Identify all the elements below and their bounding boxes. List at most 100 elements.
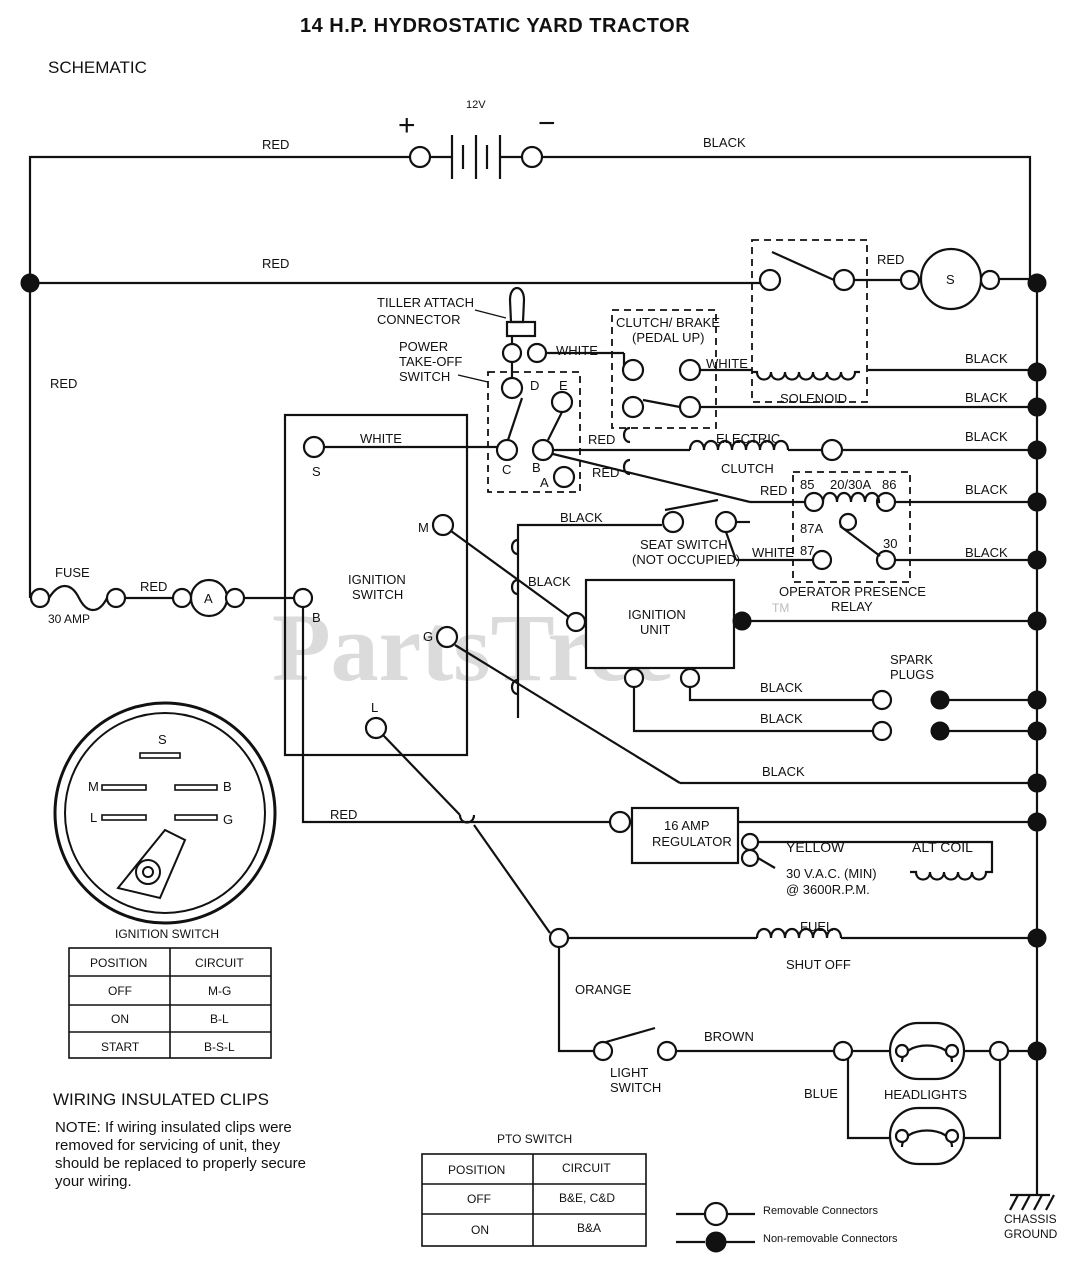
operator-presence-relay: 85 20/30A 86 87A 87 30 BLACK BLACK OPERA…	[779, 471, 1047, 614]
pto-term-b: B	[532, 460, 541, 475]
fuse-rating: 30 AMP	[48, 612, 90, 626]
note-line: should be replaced to properly secure	[55, 1155, 306, 1172]
legend-removable: Removable Connectors	[763, 1205, 878, 1217]
ground-kill-wire: BLACK	[454, 644, 1047, 793]
connector-legend: Removable Connectors Non-removable Conne…	[676, 1201, 898, 1253]
clutch-brake-switch: CLUTCH/ BRAKE (PEDAL UP) WHITE BLACK BLA…	[611, 309, 1047, 429]
light-switch-label-2: SWITCH	[610, 1080, 661, 1095]
wire-label-red-solenoid: RED	[877, 252, 904, 267]
pto-term-c: C	[502, 462, 511, 477]
face-term-g: G	[223, 812, 233, 827]
chassis-ground-label-1: CHASSIS	[1004, 1212, 1057, 1226]
clutch-brake-label-1: CLUTCH/ BRAKE	[616, 315, 720, 330]
pto-label-1: POWER	[399, 339, 448, 354]
alt-coil-label: ALT COIL	[912, 839, 973, 855]
battery-negative-connector	[520, 145, 544, 169]
pto-switch: D E C B A POWER TAKE-OFF SWITCH	[399, 339, 581, 493]
ignition-unit-label-1: IGNITION	[628, 607, 686, 622]
fuel-shutoff-label-2: SHUT OFF	[786, 957, 851, 972]
electric-clutch-label-2: CLUTCH	[721, 461, 774, 476]
wire-label-yellow: YELLOW	[786, 839, 845, 855]
pto-term-d: D	[530, 378, 539, 393]
pto-table-cell: B&E, C&D	[559, 1191, 615, 1205]
seat-switch-label-2: (NOT OCCUPIED)	[632, 552, 740, 567]
wire-label-red-left: RED	[50, 376, 77, 391]
wire-label-brown: BROWN	[704, 1029, 754, 1044]
pto-table-title: PTO SWITCH	[497, 1132, 572, 1146]
removable-connector-symbol	[703, 1201, 729, 1227]
wire-label-black-clutch: BLACK	[965, 390, 1008, 405]
electric-clutch-label-1: ELECTRIC	[716, 431, 780, 446]
seat-switch-label-1: SEAT SWITCH	[640, 537, 728, 552]
legend-non-removable: Non-removable Connectors	[763, 1233, 898, 1245]
pto-table-cell: B&A	[577, 1221, 601, 1235]
watermark-trademark: TM	[772, 601, 789, 615]
ground-bus: CHASSIS GROUND	[1004, 283, 1058, 1241]
ignition-switch: IGNITION SWITCH S M B G L	[283, 413, 469, 757]
ignition-table-title: IGNITION SWITCH	[115, 927, 219, 941]
solenoid-outline	[751, 239, 868, 403]
relay-term-30: 30	[883, 536, 897, 551]
wire-label-black-plug1: BLACK	[760, 680, 803, 695]
ignition-term-g: G	[423, 629, 433, 644]
battery-circuit: + − 12V RED BLACK	[28, 99, 1032, 283]
tiller-connector: WHITE TILLER ATTACH CONNECTOR	[377, 286, 626, 378]
wire-label-white-start: WHITE	[360, 431, 402, 446]
fuse-label: FUSE	[55, 565, 90, 580]
pto-table-cell: OFF	[467, 1192, 491, 1206]
fuse-circuit: RED FUSE 30 AMP RED A RED	[28, 283, 609, 824]
wire-label-red-clutch: RED	[588, 432, 615, 447]
fuel-shutoff-label-1: FUEL	[800, 919, 833, 934]
regulator-label-1: 16 AMP	[664, 818, 710, 833]
ignition-unit: IGNITION UNIT BLACK BLACK SPARK PLUGS	[584, 578, 1047, 742]
note-line: NOTE: If wiring insulated clips were	[55, 1119, 292, 1136]
relay-term-85: 85	[800, 477, 814, 492]
ignition-unit-label-2: UNIT	[640, 622, 670, 637]
wire-label-black-solenoid: BLACK	[965, 351, 1008, 366]
chassis-ground-label-2: GROUND	[1004, 1227, 1058, 1241]
ignition-term-m: M	[418, 520, 429, 535]
start-wire: WHITE	[324, 431, 497, 449]
spark-plugs-label-1: SPARK	[890, 652, 933, 667]
battery-positive-connector	[408, 145, 432, 169]
ignition-table-cell: ON	[111, 1012, 129, 1026]
relay-label-2: RELAY	[831, 599, 873, 614]
wire-label-orange: ORANGE	[575, 982, 632, 997]
starter-label: S	[946, 272, 955, 287]
wire-label-red-relay-2: RED	[760, 483, 787, 498]
ignition-table-cell: M-G	[208, 984, 231, 998]
wire-label-black-ground: BLACK	[762, 764, 805, 779]
ignition-table-header-position: POSITION	[90, 956, 147, 970]
seat-switch: BLACK WHITE SEAT SWITCH (NOT OCCUPIED)	[510, 498, 813, 718]
ignition-term-l: L	[371, 700, 378, 715]
ignition-switch-table: IGNITION SWITCH POSITION CIRCUIT OFF M-G…	[68, 927, 272, 1059]
ignition-switch-label-1: IGNITION	[348, 572, 406, 587]
pto-switch-table: PTO SWITCH POSITION CIRCUIT OFF B&E, C&D…	[421, 1132, 647, 1247]
wire-label-blue: BLUE	[804, 1086, 838, 1101]
pto-term-a: A	[540, 475, 549, 490]
wire-label-red-regulator: RED	[330, 807, 357, 822]
ignition-table-cell: OFF	[108, 984, 132, 998]
wire-label-red-relay: RED	[592, 465, 619, 480]
tiller-label-2: CONNECTOR	[377, 312, 461, 327]
diagram-subtitle: SCHEMATIC	[48, 58, 147, 77]
spark-plugs-label-2: PLUGS	[890, 667, 934, 682]
wire-label-white-relay: WHITE	[752, 545, 794, 560]
relay-term-87a: 87A	[800, 521, 823, 536]
pto-table-header-position: POSITION	[448, 1163, 505, 1177]
wire-label-black-magneto: BLACK	[528, 574, 571, 589]
face-term-m: M	[88, 779, 99, 794]
diagram-title: 14 H.P. HYDROSTATIC YARD TRACTOR	[300, 15, 690, 37]
face-term-s: S	[158, 732, 167, 747]
ignition-table-cell: B-S-L	[204, 1040, 235, 1054]
pto-table-cell: ON	[471, 1223, 489, 1237]
headlights-label: HEADLIGHTS	[884, 1087, 967, 1102]
wire-label-black-seat: BLACK	[560, 510, 603, 525]
wire-label-white-solenoid: WHITE	[706, 356, 748, 371]
pto-table-header-circuit: CIRCUIT	[562, 1161, 611, 1175]
relay-term-2030: 20/30A	[830, 477, 872, 492]
light-switch-label-1: LIGHT	[610, 1065, 648, 1080]
battery-minus-sign: −	[538, 107, 556, 140]
ignition-table-header-circuit: CIRCUIT	[195, 956, 244, 970]
